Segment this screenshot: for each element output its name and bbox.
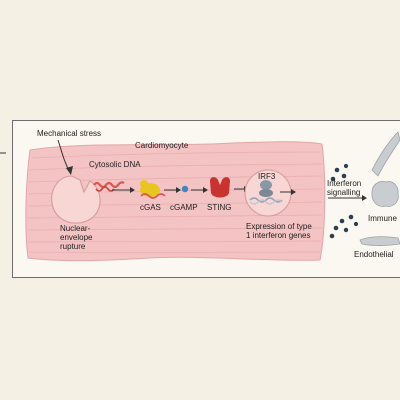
label-mechanical-stress: Mechanical stress	[37, 129, 102, 138]
interferon-molecules	[329, 163, 359, 239]
cgamp-icon	[181, 185, 189, 193]
label-cytosolic-dna: Cytosolic DNA	[89, 160, 141, 169]
label-endothelial: Endothelial	[354, 250, 394, 259]
cytosolic-dna-icon	[93, 181, 125, 189]
endothelial-cell-icon	[359, 236, 400, 246]
ruptured-nucleus-icon	[51, 175, 101, 224]
label-expression-type1-interferon: Expression of type 1 interferon genes	[246, 222, 312, 241]
label-irf3: IRF3	[258, 172, 276, 181]
cgas-icon	[140, 180, 166, 199]
label-nuclear-envelope-rupture: Nuclear-envelope rupture	[60, 224, 93, 252]
label-cgas: cGAS	[140, 203, 161, 212]
elongated-cell-icon	[371, 131, 400, 177]
label-cardiomyocyte: Cardiomyocyte	[135, 141, 189, 150]
label-cgamp: cGAMP	[170, 203, 198, 212]
immune-cell-icon	[371, 181, 399, 207]
sting-icon	[210, 177, 230, 198]
cardiomyocyte-cell	[25, 141, 326, 262]
label-sting: STING	[207, 203, 232, 212]
label-immune: Immune	[368, 214, 397, 223]
label-interferon-signalling: Interferon signalling	[327, 179, 362, 198]
irf3-icon	[249, 180, 283, 205]
